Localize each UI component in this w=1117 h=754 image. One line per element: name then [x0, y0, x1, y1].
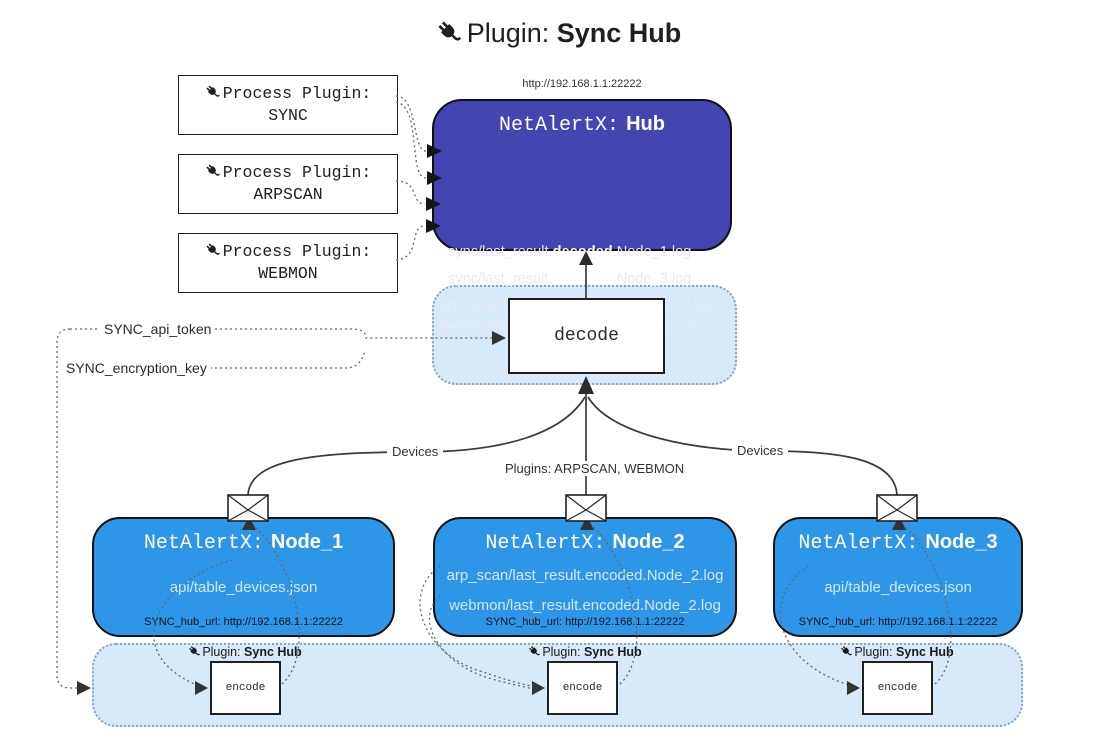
node-box-node2: NetAlertX:Node_2 arp_scan/last_result.en… [433, 517, 737, 637]
plugin-to-hub-connectors [395, 95, 427, 261]
title-name: Sync Hub [556, 18, 682, 48]
process-plugin-box-webmon: Process Plugin: WEBMON [178, 233, 398, 293]
encryption-key-down-path [56, 328, 80, 689]
hub-box: NetAlertX: Hub sync/last_result.decoded.N… [432, 99, 732, 335]
arrow-into-encode-panel [77, 681, 91, 695]
process-plugin-line: Process Plugin: [205, 83, 372, 105]
node-title: NetAlertX:Node_2 [485, 531, 685, 555]
process-plugin-line: Process Plugin: [205, 241, 372, 263]
node-box-node3: NetAlertX:Node_3 api/table_devices.json … [773, 517, 1023, 637]
plug-icon [205, 163, 221, 179]
node-hub-url: SYNC_hub_url: http://192.168.1.1:22222 [798, 616, 998, 628]
encode-plugin-label: Plugin: Sync Hub [505, 645, 665, 659]
hub-title-name: Hub [626, 113, 665, 135]
sync-api-token-label: SYNC_api_token [100, 321, 216, 337]
plug-icon [436, 19, 463, 46]
process-plugin-name: ARPSCAN [253, 185, 323, 204]
hub-log-line: sync/last_result.decoded.Node_1.log [448, 244, 692, 260]
dotted-arrowheads-keys [77, 331, 506, 695]
process-plugin-name: SYNC [268, 106, 308, 125]
node-hub-url: SYNC_hub_url: http://192.168.1.1:22222 [144, 616, 343, 628]
encode-box: encode [210, 661, 281, 715]
process-plugin-label: Process Plugin: [222, 162, 372, 182]
node-files: api/table_devices.json [824, 579, 972, 596]
devices-edge-label-left: Devices [387, 444, 444, 459]
hub-url-label: http://192.168.1.1:22222 [522, 78, 642, 90]
plug-icon [528, 645, 541, 658]
process-plugin-name: WEBMON [258, 264, 318, 283]
node-box-node1: NetAlertX:Node_1 api/table_devices.json … [92, 517, 395, 637]
process-plugin-label: Process Plugin: [222, 241, 372, 261]
page-title: Plugin: Sync Hub [0, 18, 1117, 49]
encode-box: encode [862, 661, 933, 715]
encode-box: encode [547, 661, 618, 715]
node-files: arp_scan/last_result.encoded.Node_2.log … [446, 567, 724, 614]
sync-encryption-key-label: SYNC_encryption_key [62, 360, 211, 376]
plug-icon [205, 242, 221, 258]
encode-plugin-label: Plugin: Sync Hub [165, 645, 325, 659]
plug-icon [188, 645, 201, 658]
plug-icon [840, 645, 853, 658]
node-title: NetAlertX:Node_1 [143, 531, 344, 555]
node-title: NetAlertX:Node_3 [798, 531, 998, 555]
process-plugin-box-sync: Process Plugin: SYNC [178, 75, 398, 135]
hub-title: NetAlertX: Hub [434, 113, 730, 137]
title-label: Plugin: [466, 18, 550, 48]
process-plugin-label: Process Plugin: [222, 83, 372, 103]
decode-box: decode [508, 298, 665, 374]
plugins-edge-label: Plugins: ARPSCAN, WEBMON [500, 461, 690, 476]
encode-plugin-label: Plugin: Sync Hub [817, 645, 977, 659]
node-files: api/table_devices.json [169, 579, 318, 596]
hub-title-label: NetAlertX: [499, 114, 620, 137]
hub-log-line: sync/last_result.decoded.Node_3.log [448, 271, 692, 287]
node-hub-url: SYNC_hub_url: http://192.168.1.1:22222 [485, 616, 685, 628]
process-plugin-box-arpscan: Process Plugin: ARPSCAN [178, 154, 398, 214]
process-plugin-line: Process Plugin: [205, 162, 372, 184]
plug-icon [205, 84, 221, 100]
devices-edge-label-right: Devices [732, 443, 789, 458]
